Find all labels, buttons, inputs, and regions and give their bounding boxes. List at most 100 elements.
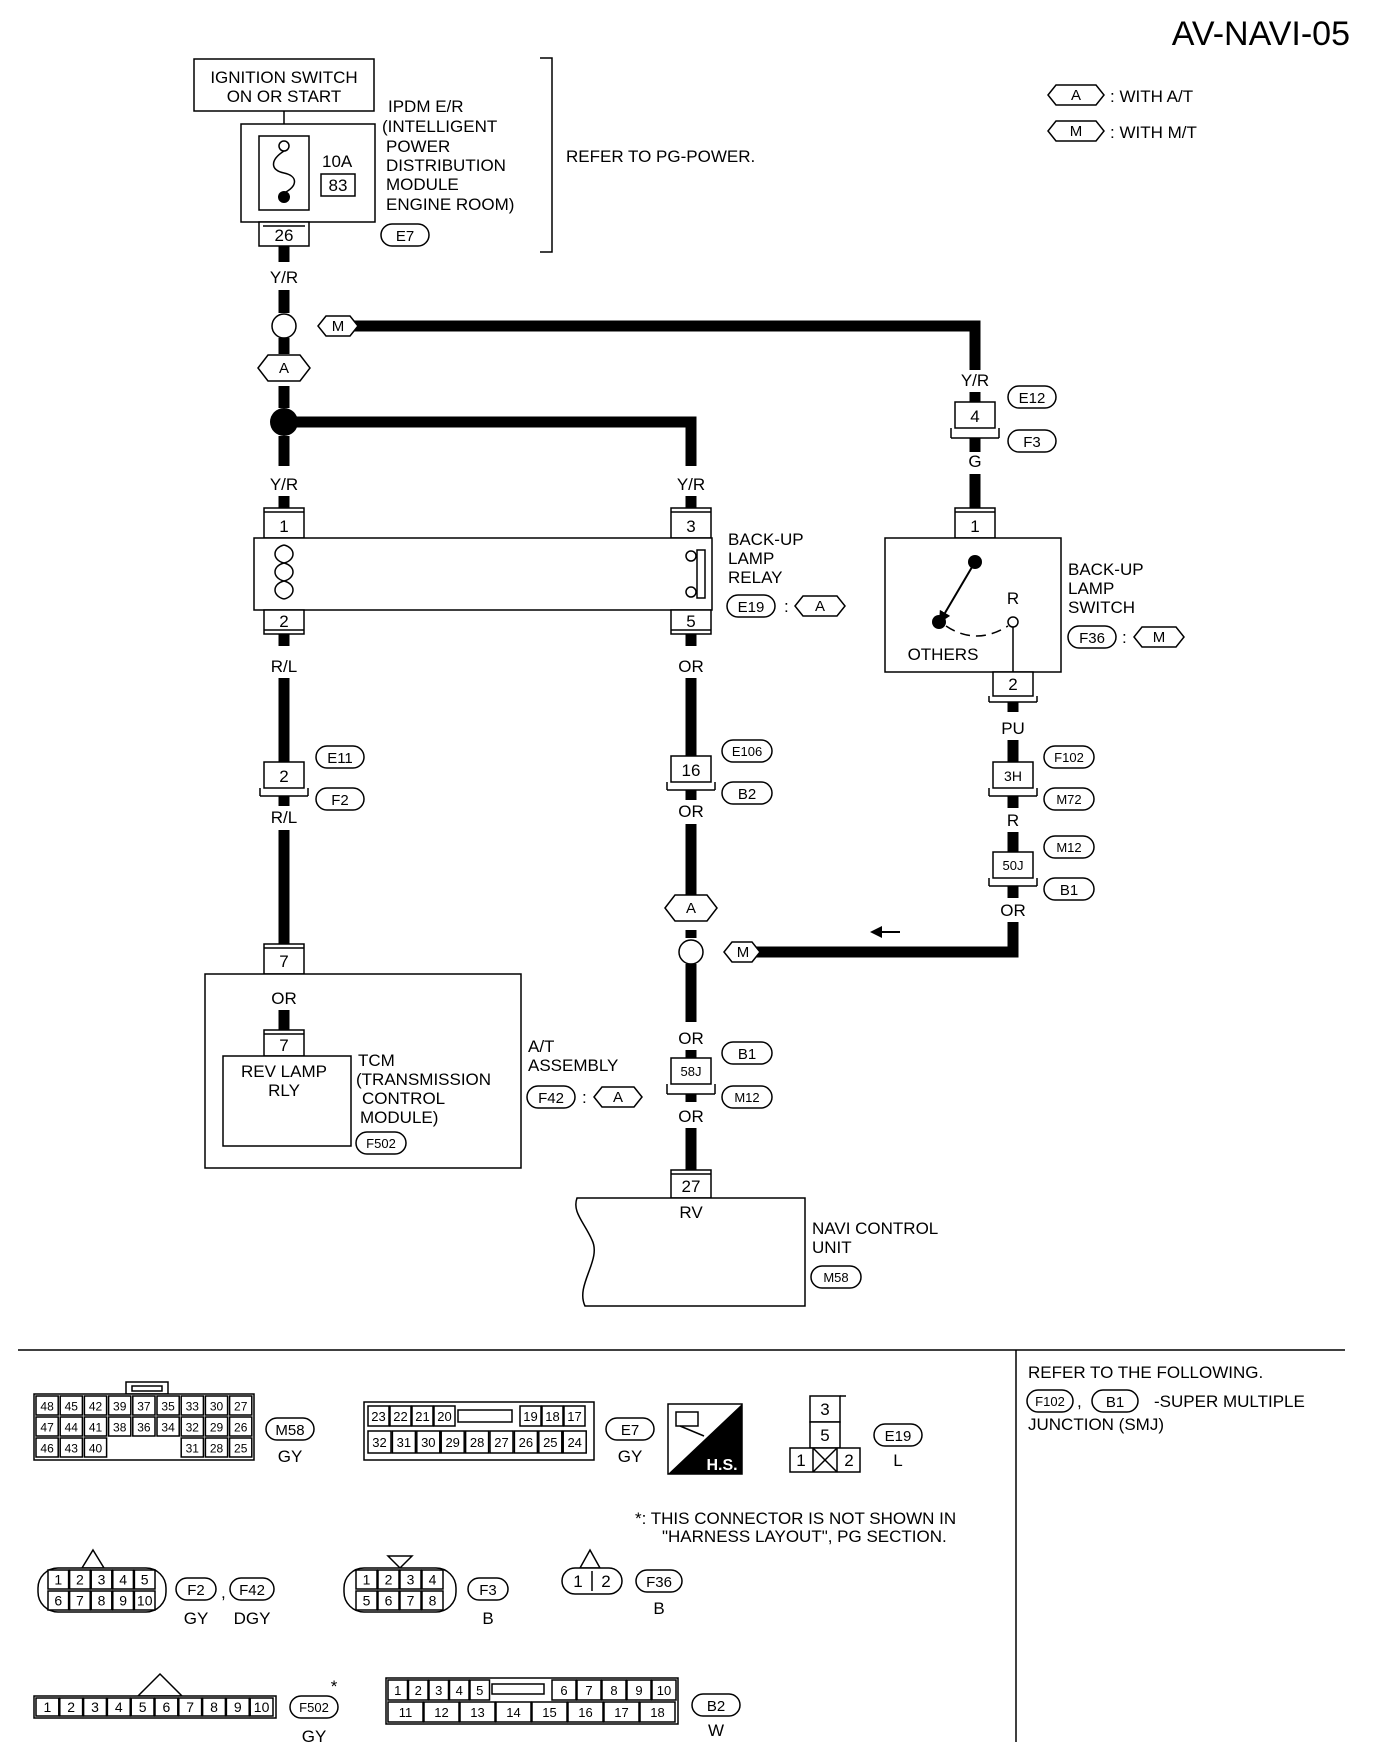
svg-text:A/T: A/T <box>528 1037 554 1056</box>
pin-number: 2 <box>385 1572 393 1588</box>
pin-cell <box>448 1679 470 1701</box>
svg-text:Y/R: Y/R <box>677 475 705 494</box>
pin-number: 5 <box>139 1699 147 1715</box>
svg-text:26: 26 <box>275 226 294 245</box>
pin-number: 10 <box>254 1699 270 1715</box>
pin-number: 2 <box>67 1699 75 1715</box>
svg-text:M: M <box>737 944 750 961</box>
ignition-switch: IGNITION SWITCH ON OR START <box>193 58 375 124</box>
pin-number: 45 <box>65 1400 79 1414</box>
pin-cell <box>421 1590 444 1611</box>
pin-number: 18 <box>650 1705 664 1720</box>
pin-cell <box>228 1437 253 1458</box>
svg-text:R: R <box>1007 589 1019 608</box>
a-tag-icon <box>1047 84 1105 106</box>
svg-text:F502: F502 <box>299 1700 329 1715</box>
connector-e12-f3: 4 E12 F3 <box>950 385 1057 453</box>
svg-text:B1: B1 <box>738 1046 756 1063</box>
pin-cell <box>180 1395 205 1416</box>
svg-text:F3: F3 <box>1023 434 1041 451</box>
pin-cell <box>495 1701 532 1723</box>
pin-cell <box>367 1430 392 1454</box>
pin-cell <box>513 1430 539 1454</box>
svg-text:2: 2 <box>279 767 288 786</box>
pin-number: 26 <box>519 1435 533 1450</box>
svg-text:W: W <box>708 1721 724 1740</box>
svg-text:SWITCH: SWITCH <box>1068 598 1135 617</box>
svg-text:GY: GY <box>184 1609 209 1628</box>
wires: Y/R Y/R Y/R Y/R G R/L R/L OR OR OR <box>270 246 1026 1170</box>
pin-number: 46 <box>40 1442 54 1456</box>
svg-text:M58: M58 <box>275 1422 304 1439</box>
svg-text:83: 83 <box>329 176 348 195</box>
svg-text:L: L <box>893 1451 902 1470</box>
svg-text:E19: E19 <box>885 1428 912 1445</box>
navi-control-unit: 27 RV NAVI CONTROL UNIT M58 <box>575 1169 938 1307</box>
pin-cell <box>180 1437 205 1458</box>
pin-cell <box>112 1590 135 1611</box>
pin-cell <box>407 1679 429 1701</box>
connector-e106-b2: 16 E106 B2 <box>666 739 773 805</box>
pin-number: 10 <box>657 1683 671 1698</box>
pin-number: 12 <box>434 1705 448 1720</box>
pin-number: 7 <box>407 1593 415 1609</box>
svg-text:R/L: R/L <box>271 657 297 676</box>
svg-text:(INTELLIGENT: (INTELLIGENT <box>382 117 497 136</box>
svg-text:Y/R: Y/R <box>270 268 298 287</box>
pin-cell <box>651 1679 677 1701</box>
pin-number: 13 <box>470 1705 484 1720</box>
coil-icon <box>274 544 294 600</box>
svg-text:16: 16 <box>682 761 701 780</box>
pin-cell <box>367 1405 390 1427</box>
svg-text:PU: PU <box>1001 719 1025 738</box>
svg-text:B: B <box>482 1609 493 1628</box>
svg-text:ON OR START: ON OR START <box>227 87 342 106</box>
svg-text:2: 2 <box>844 1451 853 1470</box>
pin-number: 2 <box>76 1572 84 1588</box>
svg-text:REV LAMP: REV LAMP <box>241 1062 327 1081</box>
m-tag-icon <box>1047 120 1105 142</box>
pin-cell <box>563 1405 586 1427</box>
pin-number: 1 <box>363 1572 371 1588</box>
svg-text:M12: M12 <box>734 1090 759 1105</box>
svg-text:1: 1 <box>279 517 288 536</box>
svg-text:H.S.: H.S. <box>706 1457 737 1474</box>
pin-number: 8 <box>98 1593 106 1609</box>
pin-number: 34 <box>161 1421 175 1435</box>
pin-cell <box>35 1697 60 1717</box>
pin-cell <box>433 1405 456 1427</box>
pin-cell <box>551 1679 577 1701</box>
pin-number: 9 <box>635 1683 642 1698</box>
pin-cell <box>399 1569 422 1590</box>
pin-cell <box>204 1437 229 1458</box>
svg-text:1: 1 <box>796 1451 805 1470</box>
note-line-2: "HARNESS LAYOUT", PG SECTION. <box>662 1527 947 1546</box>
a-tag-icon <box>794 595 846 617</box>
svg-text:B: B <box>653 1599 664 1618</box>
pin-number: 6 <box>385 1593 393 1609</box>
pin-cell <box>68 1569 91 1590</box>
pin-cell <box>225 1697 250 1717</box>
pin-cell <box>107 1416 132 1437</box>
pin-cell <box>387 1679 409 1701</box>
pin-number: 41 <box>89 1421 103 1435</box>
svg-text:B1: B1 <box>1060 882 1078 899</box>
svg-text:IGNITION SWITCH: IGNITION SWITCH <box>210 68 357 87</box>
pin-number: 31 <box>186 1442 200 1456</box>
svg-text:2: 2 <box>601 1572 610 1591</box>
pin-cell <box>464 1430 490 1454</box>
pin-number: 5 <box>476 1683 483 1698</box>
connector-m12-b1: 50J M12 B1 <box>988 835 1095 901</box>
svg-text:M58: M58 <box>823 1270 848 1285</box>
svg-text:A: A <box>686 900 696 917</box>
pin-number: 42 <box>89 1400 103 1414</box>
svg-text:M: M <box>1153 629 1166 646</box>
svg-text:7: 7 <box>279 1036 288 1055</box>
svg-text:E11: E11 <box>327 750 353 767</box>
pin-cell <box>541 1405 564 1427</box>
refer-bracket <box>540 57 553 253</box>
pin-number: 23 <box>371 1409 385 1424</box>
